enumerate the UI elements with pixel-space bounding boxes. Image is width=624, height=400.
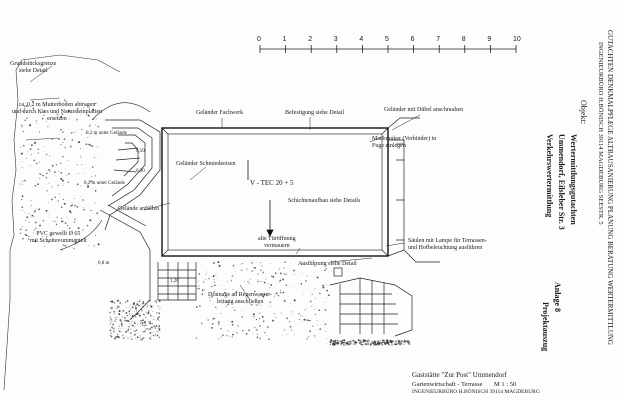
scale-tick-label: 4	[359, 36, 364, 43]
dimension-030: 0,30	[136, 169, 145, 174]
label-under-ground-1: 0,2 m unter Gelände	[86, 131, 127, 136]
label-gelaender-fachwerk: Geländer Fachwerk	[196, 110, 244, 116]
scale-tick-label: 5	[385, 36, 389, 43]
title-office: INGENIEURBÜRO H.BÖNISCH 39114 MAGDEBURG	[412, 389, 540, 395]
label-gelaende-anfuellen: Gelände anfüllen	[118, 206, 160, 212]
scale-tick-label: 10	[513, 36, 521, 43]
scale-tick-label: 6	[410, 36, 415, 43]
dimension-120: 1,20	[170, 279, 179, 284]
label-drainage: Drainage an Regenwasser-leitung anschlie…	[208, 292, 273, 305]
label-saeulen: Säulen mit Lampe für Terrassen-und Hofbe…	[408, 238, 487, 251]
objekt-value-type: Verkehrswertermittlung	[545, 134, 554, 218]
dimension-050: 0,50	[136, 149, 145, 154]
anlage-number: Anlage 8	[553, 282, 562, 312]
scale-tick-label: 7	[436, 36, 441, 43]
objekt-label: Objekt:	[579, 100, 588, 124]
objekt-address: Ummendorf, Eilsleber Str. 3	[557, 134, 566, 230]
firm-line-2: INGENIEURBÜRO H.BÖNISCH 39114 MAGDEBURG …	[597, 42, 604, 225]
label-vtec: V - TEC 20 + 5	[250, 179, 294, 187]
vegetation-texture	[19, 99, 411, 346]
label-ausfuehrung: Ausführung siehe Detail	[298, 261, 357, 267]
lower-stairs	[329, 267, 413, 337]
firm-line-1: GUTACHTEN DENKMALPFLEGE ALTBAUSANIERUNG …	[606, 30, 614, 345]
label-gelaender-duebel: Geländer mit Dübel anschrauben	[384, 107, 464, 113]
scale-tick-label: 3	[333, 36, 338, 43]
slope-arrows	[247, 160, 274, 237]
right-building	[387, 117, 440, 263]
objekt-title: Wertermittlungsgutachten	[569, 134, 578, 225]
dimension-08m: 0,8 m	[98, 261, 110, 266]
title-subtitle: Gartenwirtschaft - Terrasse	[412, 381, 483, 388]
side-stairs	[99, 119, 161, 321]
label-befestigung: Befestigung siehe Detail	[285, 110, 344, 116]
scale-tick-label: 1	[282, 36, 287, 43]
title-scale: M 1 : 50	[494, 381, 517, 388]
scale-tick-label: 8	[461, 36, 466, 43]
label-under-ground-2: 0,2 m unter Gelände	[84, 181, 125, 186]
scale-bar	[259, 45, 517, 53]
lower-left-steps	[157, 262, 197, 301]
scale-tick-label: 0	[257, 36, 261, 43]
title-project-name: Gaststätte "Zur Post" Ummendorf	[412, 371, 507, 379]
leader-lines	[29, 65, 421, 301]
scale-tick-label: 9	[487, 36, 492, 43]
left-wall	[3, 54, 121, 391]
projekt-auszug: Projektauszug	[541, 302, 550, 352]
label-schichten: Schichtenaufbau siehe Details	[288, 198, 361, 204]
label-gelaender-schmiede: Geländer Schmiedeeisen	[176, 161, 236, 167]
arcs	[59, 102, 151, 251]
label-mutterboden: ca. 0,2 m Mutterboden abtragen und durch…	[12, 102, 102, 122]
terrace-outline	[161, 127, 389, 257]
scale-tick-label: 2	[308, 36, 313, 43]
